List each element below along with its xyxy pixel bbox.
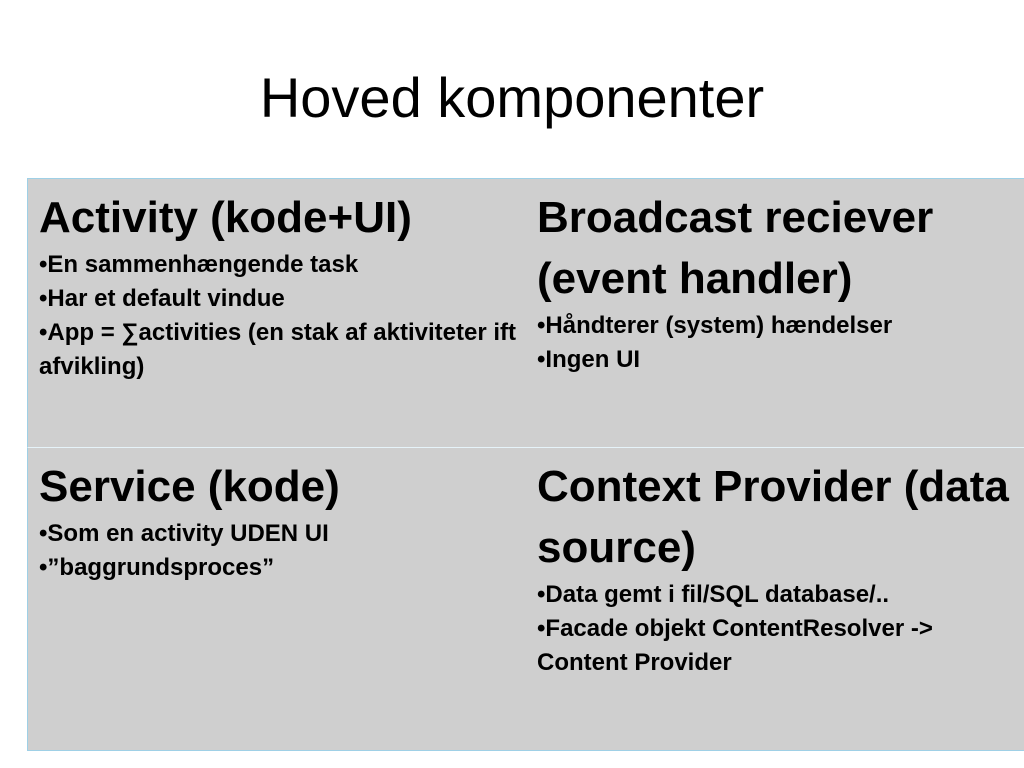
broadcast-bullet-2: •Ingen UI xyxy=(537,346,641,373)
activity-heading: Activity (kode+UI) xyxy=(39,193,412,242)
provider-heading: Context Provider (data source) xyxy=(537,462,1009,572)
service-bullet-1: •Som en activity UDEN UI xyxy=(39,520,329,547)
activity-bullet-3: •App = ∑activities (en stak af aktivitet… xyxy=(39,319,516,380)
cell-service: Service (kode) •Som en activity UDEN UI … xyxy=(27,448,527,751)
provider-bullet-1: •Data gemt i fil/SQL database/.. xyxy=(537,581,890,608)
service-bullet-2: •”baggrundsproces” xyxy=(39,554,275,581)
broadcast-heading: Broadcast reciever (event handler) xyxy=(537,193,934,303)
provider-bullets: •Data gemt i fil/SQL database/.. •Facade… xyxy=(537,578,1024,680)
provider-bullet-2: •Facade objekt ContentResolver -> Conten… xyxy=(537,615,933,676)
cell-activity: Activity (kode+UI) •En sammenhængende ta… xyxy=(27,178,527,448)
activity-bullets: •En sammenhængende task •Har et default … xyxy=(39,248,527,384)
broadcast-bullets: •Håndterer (system) hændelser •Ingen UI xyxy=(537,309,1024,377)
activity-bullet-1: •En sammenhængende task xyxy=(39,251,359,278)
components-table: Activity (kode+UI) •En sammenhængende ta… xyxy=(27,178,1024,751)
service-heading: Service (kode) xyxy=(39,462,340,511)
cell-provider: Context Provider (data source) •Data gem… xyxy=(527,448,1024,751)
activity-bullet-2: •Har et default vindue xyxy=(39,285,285,312)
service-bullets: •Som en activity UDEN UI •”baggrundsproc… xyxy=(39,517,527,585)
broadcast-bullet-1: •Håndterer (system) hændelser xyxy=(537,312,893,339)
slide-title: Hoved komponenter xyxy=(259,66,765,129)
cell-broadcast: Broadcast reciever (event handler) •Hånd… xyxy=(527,178,1024,448)
